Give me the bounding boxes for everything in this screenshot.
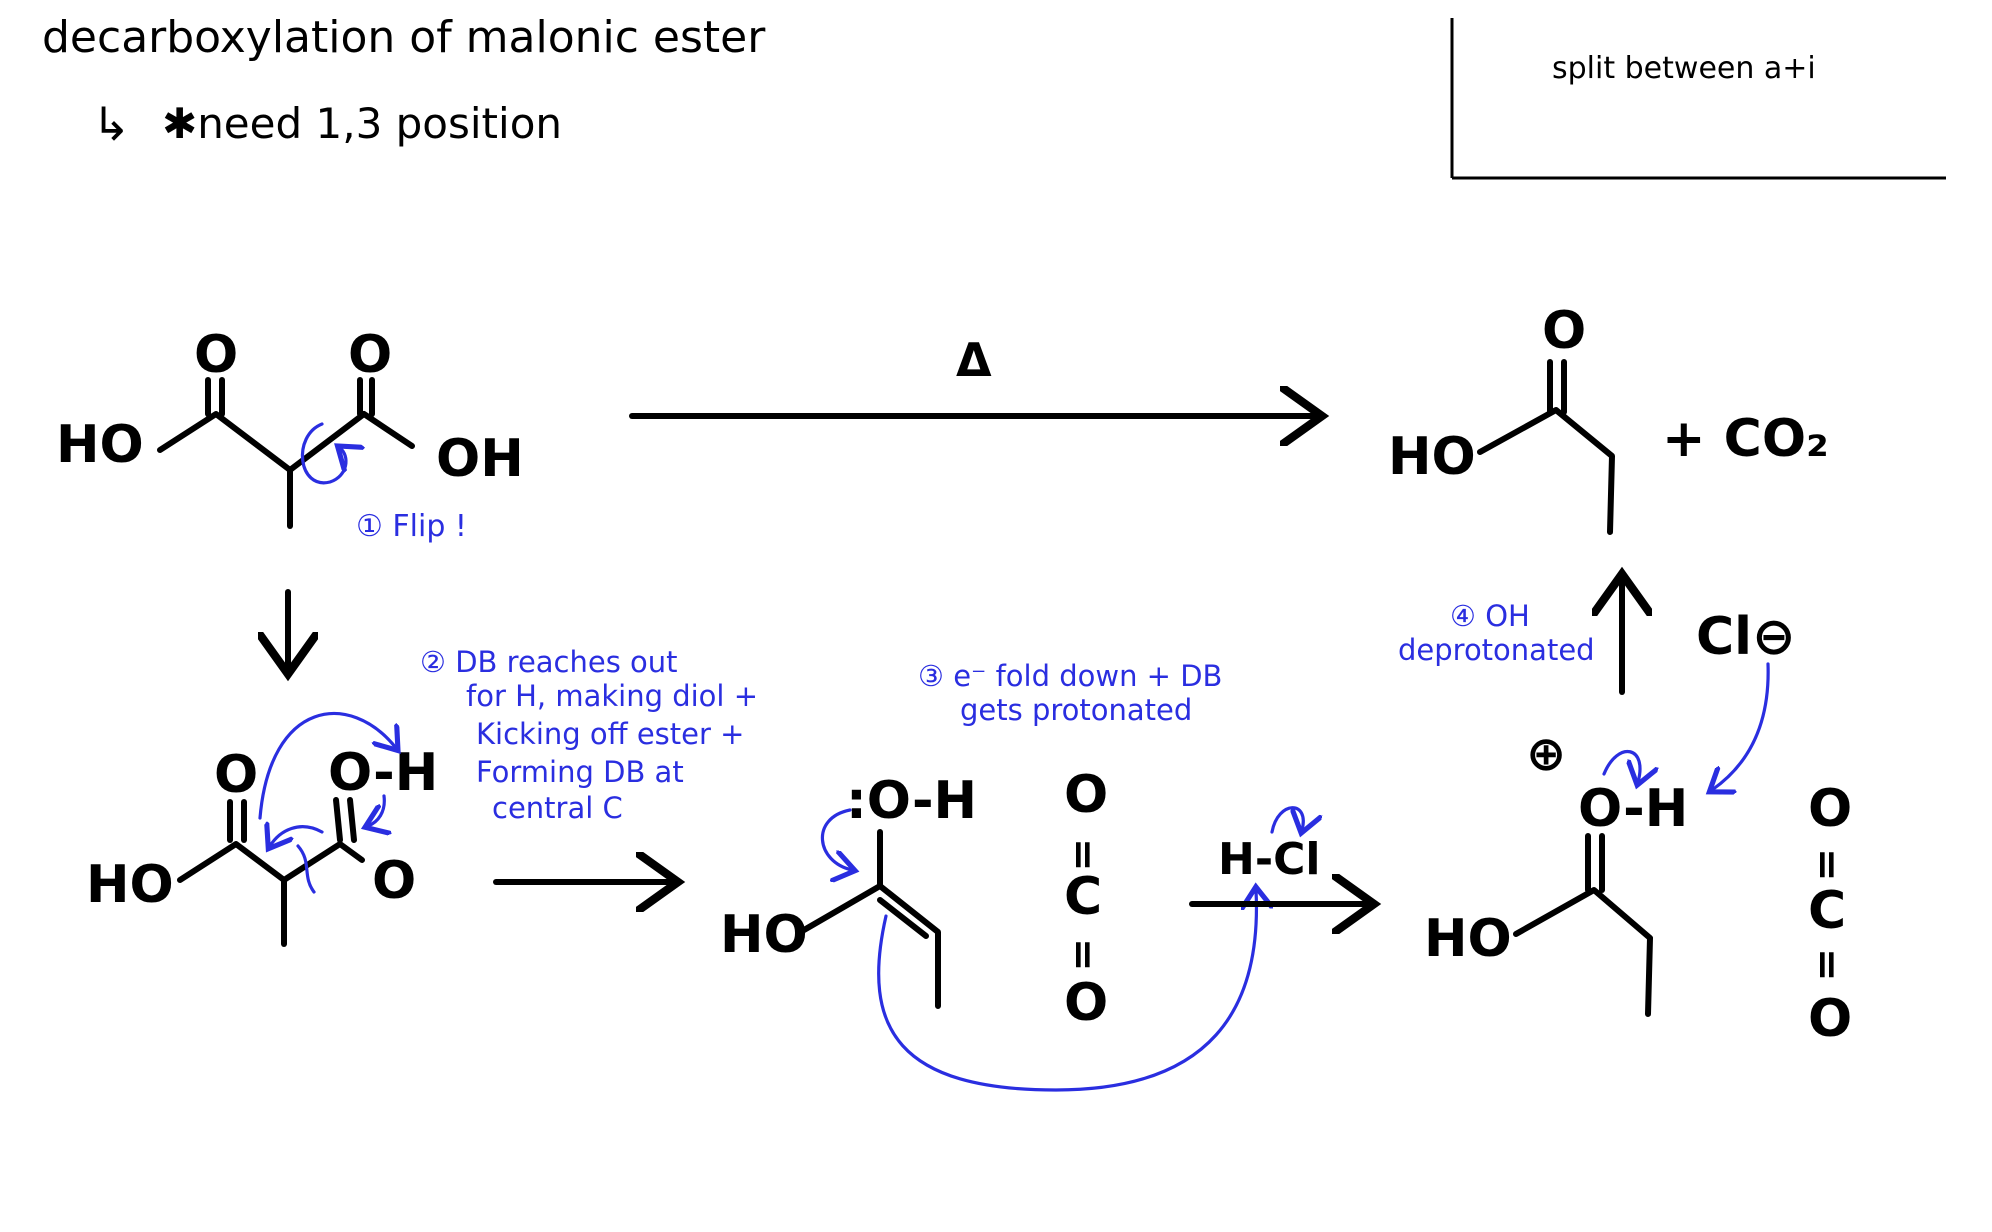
- co2-byproduct: + CO₂: [1662, 409, 1829, 469]
- svg-text:O: O: [1808, 989, 1852, 1049]
- subtitle-arrow: ↳: [92, 97, 131, 151]
- svg-text:for H, making diol +: for H, making diol +: [466, 679, 758, 713]
- mol2-o-left: O: [214, 745, 258, 805]
- mol1-oh: OH: [436, 429, 524, 489]
- svg-text:O: O: [1808, 779, 1852, 839]
- svg-text:C: C: [1808, 881, 1846, 941]
- svg-text:② DB reaches out: ② DB reaches out: [420, 645, 678, 679]
- step2-note: ② DB reaches out for H, making diol + Ki…: [420, 645, 758, 825]
- chloride-curly-arrow: [1712, 662, 1770, 790]
- svg-text:Kicking off ester +: Kicking off ester +: [476, 717, 744, 751]
- co2-vertical-2: O = C = O: [1804, 779, 1852, 1049]
- page-title: decarboxylation of malonic ester: [42, 12, 766, 63]
- step1-note: ① Flip !: [356, 509, 467, 544]
- mol3-lp-o-h: :O-H: [846, 771, 977, 831]
- svg-text:=: =: [1060, 938, 1106, 972]
- proton-transfer-curly-arrow: [877, 890, 1257, 1092]
- side-box: split between a+i: [1450, 18, 1946, 180]
- hcl-reagent: H-Cl: [1218, 834, 1320, 885]
- prod-ho: HO: [1388, 427, 1476, 487]
- svg-text:③ e⁻ fold down + DB: ③ e⁻ fold down + DB: [918, 659, 1222, 693]
- malonic-acid-molecule: HO O O OH ① Flip !: [56, 325, 524, 544]
- mol1-o-left: O: [194, 325, 238, 385]
- heat-symbol: Δ: [956, 333, 992, 387]
- product-molecule: O HO + CO₂: [1388, 301, 1829, 535]
- mol4-o-h: O-H: [1578, 779, 1688, 839]
- prod-o: O: [1542, 301, 1586, 361]
- mol2-o-h: O-H: [328, 743, 438, 803]
- svg-text:C: C: [1064, 867, 1102, 927]
- mol2-ho: HO: [86, 855, 174, 915]
- enol-intermediate-molecule: :O-H HO: [720, 771, 977, 1009]
- hcl-curly-arrow: [1270, 806, 1303, 832]
- svg-text:=: =: [1804, 848, 1850, 882]
- mol4-plus-charge: ⊕: [1526, 726, 1566, 782]
- mol4-ho: HO: [1424, 909, 1512, 969]
- mol2-o-right: O: [372, 851, 416, 911]
- mol3-ho: HO: [720, 905, 808, 965]
- svg-text:Forming DB at: Forming DB at: [476, 755, 684, 789]
- protonated-acid-molecule: ⊕ O-H HO: [1424, 726, 1688, 1017]
- svg-text:central C: central C: [492, 791, 623, 825]
- co2-vertical-1: O = C = O: [1060, 765, 1108, 1033]
- svg-text:④ OH: ④ OH: [1450, 599, 1530, 633]
- svg-text:O: O: [1064, 765, 1108, 825]
- svg-text:O: O: [1064, 973, 1108, 1033]
- subtitle-note: ✱need 1,3 position: [162, 99, 562, 148]
- step4-note: ④ OH deprotonated: [1398, 599, 1595, 667]
- flipped-intermediate-molecule: O O-H HO O: [86, 712, 438, 947]
- mol1-o-right: O: [348, 325, 392, 385]
- svg-text:gets protonated: gets protonated: [960, 693, 1192, 727]
- side-box-text: split between a+i: [1552, 51, 1816, 86]
- chloride-ion: Cl⊖: [1696, 607, 1796, 667]
- step3-note: ③ e⁻ fold down + DB gets protonated: [918, 659, 1222, 727]
- mol1-ho: HO: [56, 415, 144, 475]
- svg-text:=: =: [1804, 948, 1850, 982]
- svg-text:=: =: [1060, 838, 1106, 872]
- svg-text:deprotonated: deprotonated: [1398, 633, 1595, 667]
